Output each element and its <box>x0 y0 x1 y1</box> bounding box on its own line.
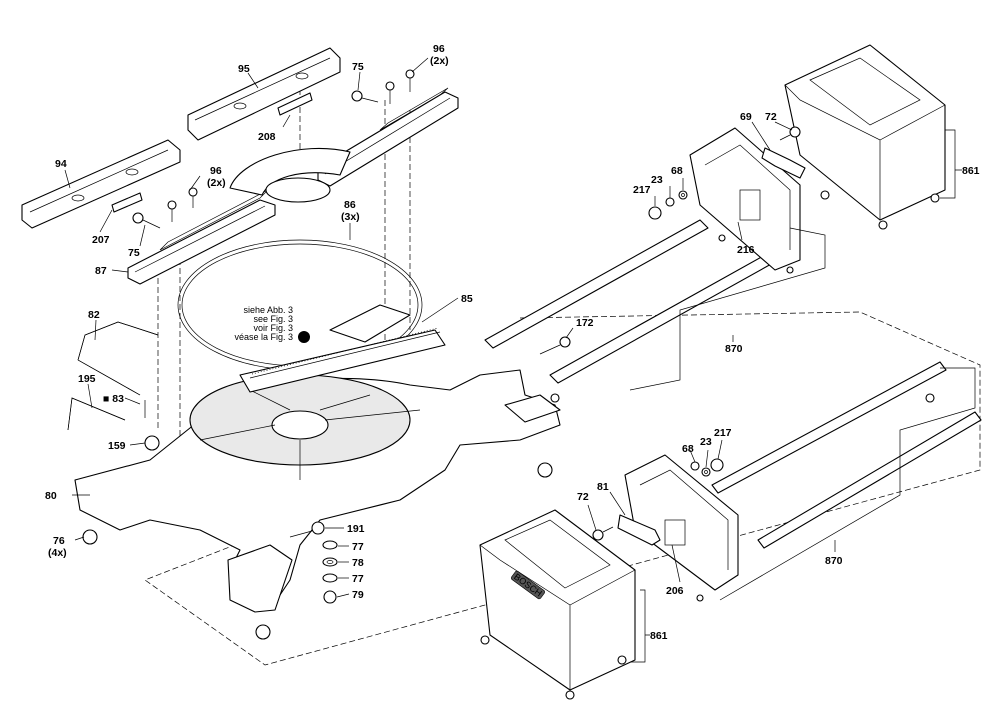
callout-217: 217 <box>714 427 732 439</box>
fence-part-95 <box>187 47 341 141</box>
callout-195: 195 <box>78 373 96 385</box>
saw-base-80 <box>74 304 561 613</box>
label-plate-208 <box>277 92 313 128</box>
callout-191: 191 <box>347 523 365 535</box>
fence-rail-87-left <box>127 189 276 285</box>
storage-case-861-upper <box>784 44 946 221</box>
handle-82 <box>77 321 159 396</box>
callout-206: 206 <box>666 585 684 597</box>
note-line-es: véase la Fig. 3 <box>234 332 293 342</box>
callout-72: 72 <box>577 491 589 503</box>
callout-81: 81 <box>597 481 609 493</box>
callout-80: 80 <box>45 490 57 502</box>
miter-scale <box>249 327 441 379</box>
callout-217: 217 <box>633 184 651 196</box>
callout-68: 68 <box>671 165 683 177</box>
callout-96: 96 <box>210 165 222 177</box>
callout-861: 861 <box>650 630 668 642</box>
callout-23: 23 <box>700 436 712 448</box>
callout-23: 23 <box>651 174 663 186</box>
callout-861: 861 <box>962 165 980 177</box>
callout-79: 79 <box>352 589 364 601</box>
grouping-brackets <box>629 129 976 663</box>
rods-870-upper <box>484 219 774 384</box>
note-line-fr: voir Fig. 3 <box>253 323 293 333</box>
callout-85: 85 <box>461 293 473 305</box>
callout-82: 82 <box>88 309 100 321</box>
fence-part-94 <box>21 139 181 229</box>
rods-870-lower <box>711 361 982 549</box>
callout-77: 77 <box>352 541 364 553</box>
reference-marker-icon <box>298 331 310 343</box>
callout-96-qty: (2x) <box>430 55 449 67</box>
callout-870: 870 <box>825 555 843 567</box>
callout-96-qty: (2x) <box>207 177 226 189</box>
reference-note: siehe Abb. 3 see Fig. 3 voir Fig. 3 véas… <box>234 305 310 343</box>
callout-159: 159 <box>108 440 126 452</box>
note-line-en: see Fig. 3 <box>253 314 293 324</box>
callout-216: 216 <box>737 244 755 256</box>
callout-77: 77 <box>352 573 364 585</box>
callout-78: 78 <box>352 557 364 569</box>
callout-208: 208 <box>258 131 276 143</box>
callout-172: 172 <box>576 317 594 329</box>
callout-68: 68 <box>682 443 694 455</box>
callout-69: 69 <box>740 111 752 123</box>
callout-76-qty: (4x) <box>48 547 67 559</box>
extension-bracket-206 <box>624 454 739 591</box>
callout-83: ■ 83 <box>103 393 124 405</box>
callout-labels: 95 75 96 (2x) 208 94 96 (2x) 207 75 87 8… <box>45 43 980 642</box>
hex-key-195 <box>67 397 126 431</box>
leader-lines <box>64 57 793 598</box>
callout-86: 86 <box>344 199 356 211</box>
callout-207: 207 <box>92 234 110 246</box>
hardware-small-parts <box>82 69 940 700</box>
note-line-de: siehe Abb. 3 <box>243 305 293 315</box>
callout-95: 95 <box>238 63 250 75</box>
reference-marker-label: Y <box>301 332 307 342</box>
callout-72: 72 <box>765 111 777 123</box>
callout-75: 75 <box>352 61 364 73</box>
label-plate-207 <box>111 192 143 213</box>
callout-86-qty: (3x) <box>341 211 360 223</box>
callout-94: 94 <box>55 158 67 170</box>
callout-96: 96 <box>433 43 445 55</box>
callout-75: 75 <box>128 247 140 259</box>
storage-case-861-lower: BOSCH <box>479 509 636 691</box>
callout-870: 870 <box>725 343 743 355</box>
turntable-top <box>229 147 351 203</box>
callout-76: 76 <box>53 535 65 547</box>
callout-87: 87 <box>95 265 107 277</box>
